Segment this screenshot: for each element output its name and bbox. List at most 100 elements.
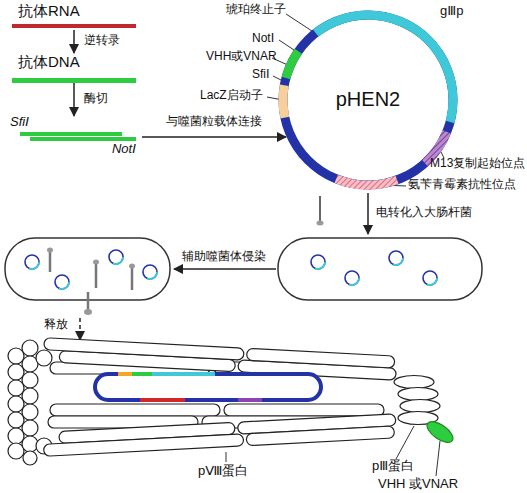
dna-segment [152,372,215,376]
cap-protein [8,412,24,428]
pviii-filament [224,404,384,416]
plasmid-segment [334,175,398,190]
piii-protein [398,388,438,401]
feature-label: 氨苄青霉素抗性位点 [408,178,516,191]
dna-bottom-strand [30,137,136,141]
step-label: 辅助噬菌体侵染 [182,250,266,263]
rna-strand-node: 抗体RNA [12,2,136,30]
node-text: SfiⅠ [10,115,29,129]
node-text: NotⅠ [112,142,136,156]
piii-protein [394,376,434,389]
feature-label: gⅢp [440,4,463,18]
phage-particle [8,338,456,465]
dna-segment [118,372,132,376]
digested-dna-node: SfiⅠNotⅠ [6,116,142,152]
plasmid-icon-segment [311,255,325,269]
feature-label: SfiⅠ [252,68,270,81]
piii-protein [400,400,440,413]
protein-label: VHH 或VNAR [378,477,458,491]
feature-label: LacZ启动子 [200,89,263,102]
edge-label: 酶切 [84,92,108,105]
phage-icon-tip [317,221,324,226]
released-phage-tip [84,309,92,315]
cap-protein [22,436,38,452]
feature-label: M13复制起始位点 [430,157,525,170]
step-label: 电转化入大肠杆菌 [376,206,472,219]
cap-protein [8,380,24,396]
phage-icon-tip [47,248,53,253]
cap-protein [23,451,37,465]
dna-segment [132,372,152,376]
plasmid-segment [279,84,290,118]
node-text: 抗体RNA [18,3,80,20]
plasmid-icon-segment [345,271,359,285]
cap-protein [22,340,38,356]
cap-protein [22,404,38,420]
plasmid-icon [25,255,39,269]
plasmid-icon [143,265,157,279]
pviii-filament [246,426,394,446]
plasmid-icon-segment [55,275,69,289]
cap-protein [22,420,38,436]
flow-arrow [73,83,75,116]
feature-label: VHH或VNAR [206,50,277,63]
protein-label: pⅢ蛋白 [372,459,414,473]
cap-protein [22,372,38,388]
leader-line [436,441,440,476]
plasmid-icon [109,250,123,264]
phage-icon [131,266,134,290]
dna-strand [12,78,136,83]
leader-line [286,14,312,31]
dna-segment [238,398,262,402]
plasmid-icon-segment [423,271,437,285]
plasmid-icon-segment [389,251,403,265]
feature-label: 琥珀终止子 [226,3,286,16]
feature-label: NotⅠ [252,32,274,45]
protein-label: pⅧ蛋白 [198,464,248,478]
leader-line [396,426,414,459]
cap-protein [8,364,24,380]
cap-protein [36,350,52,366]
phagemid-dna [95,374,321,400]
flow-arrow [142,136,286,138]
edge-label: 逆转录 [84,34,120,47]
pviii-filament [246,348,394,368]
leader-line [226,452,227,462]
dna-top-strand [20,132,122,136]
phage-icon [319,196,321,222]
step-label: 释放 [44,318,68,331]
cap-protein [8,348,24,364]
pviii-filament [44,338,244,360]
node-text: 抗体DNA [18,54,80,71]
dna-segment [140,398,185,402]
plasmid-icon-segment [109,250,123,264]
plasmid-icon-segment [143,265,157,279]
plasmid-icon [311,255,325,269]
release-arrow [79,318,81,340]
pviii-filament [50,404,220,416]
dna-strand-node: 抗体DNA [12,53,136,83]
phage-icon-tip [129,264,135,269]
phage-icon [95,262,98,288]
node-text: pHEN2 [283,88,453,110]
phage-icon-tip [93,260,99,265]
cap-protein [8,428,24,444]
plasmid-icon [423,271,437,285]
plasmid-segment [282,49,303,80]
pviii-filament [43,434,243,456]
rna-strand [12,24,136,28]
plasmid-icon [345,271,359,285]
phagemid-plasmid: pHEN2 [283,15,453,185]
ecoli-cell [5,238,170,300]
cap-protein [8,396,24,412]
phage-icon [49,250,52,272]
plasmid-icon-segment [25,255,39,269]
plasmid-icon [389,251,403,265]
process-arrow [174,268,276,270]
flow-arrow [73,30,75,53]
ecoli-cell [278,238,482,300]
process-arrow [367,193,369,234]
cap-protein [22,388,38,404]
plasmid-icon [55,275,69,289]
edge-label: 与噬菌粒载体连接 [166,115,262,128]
